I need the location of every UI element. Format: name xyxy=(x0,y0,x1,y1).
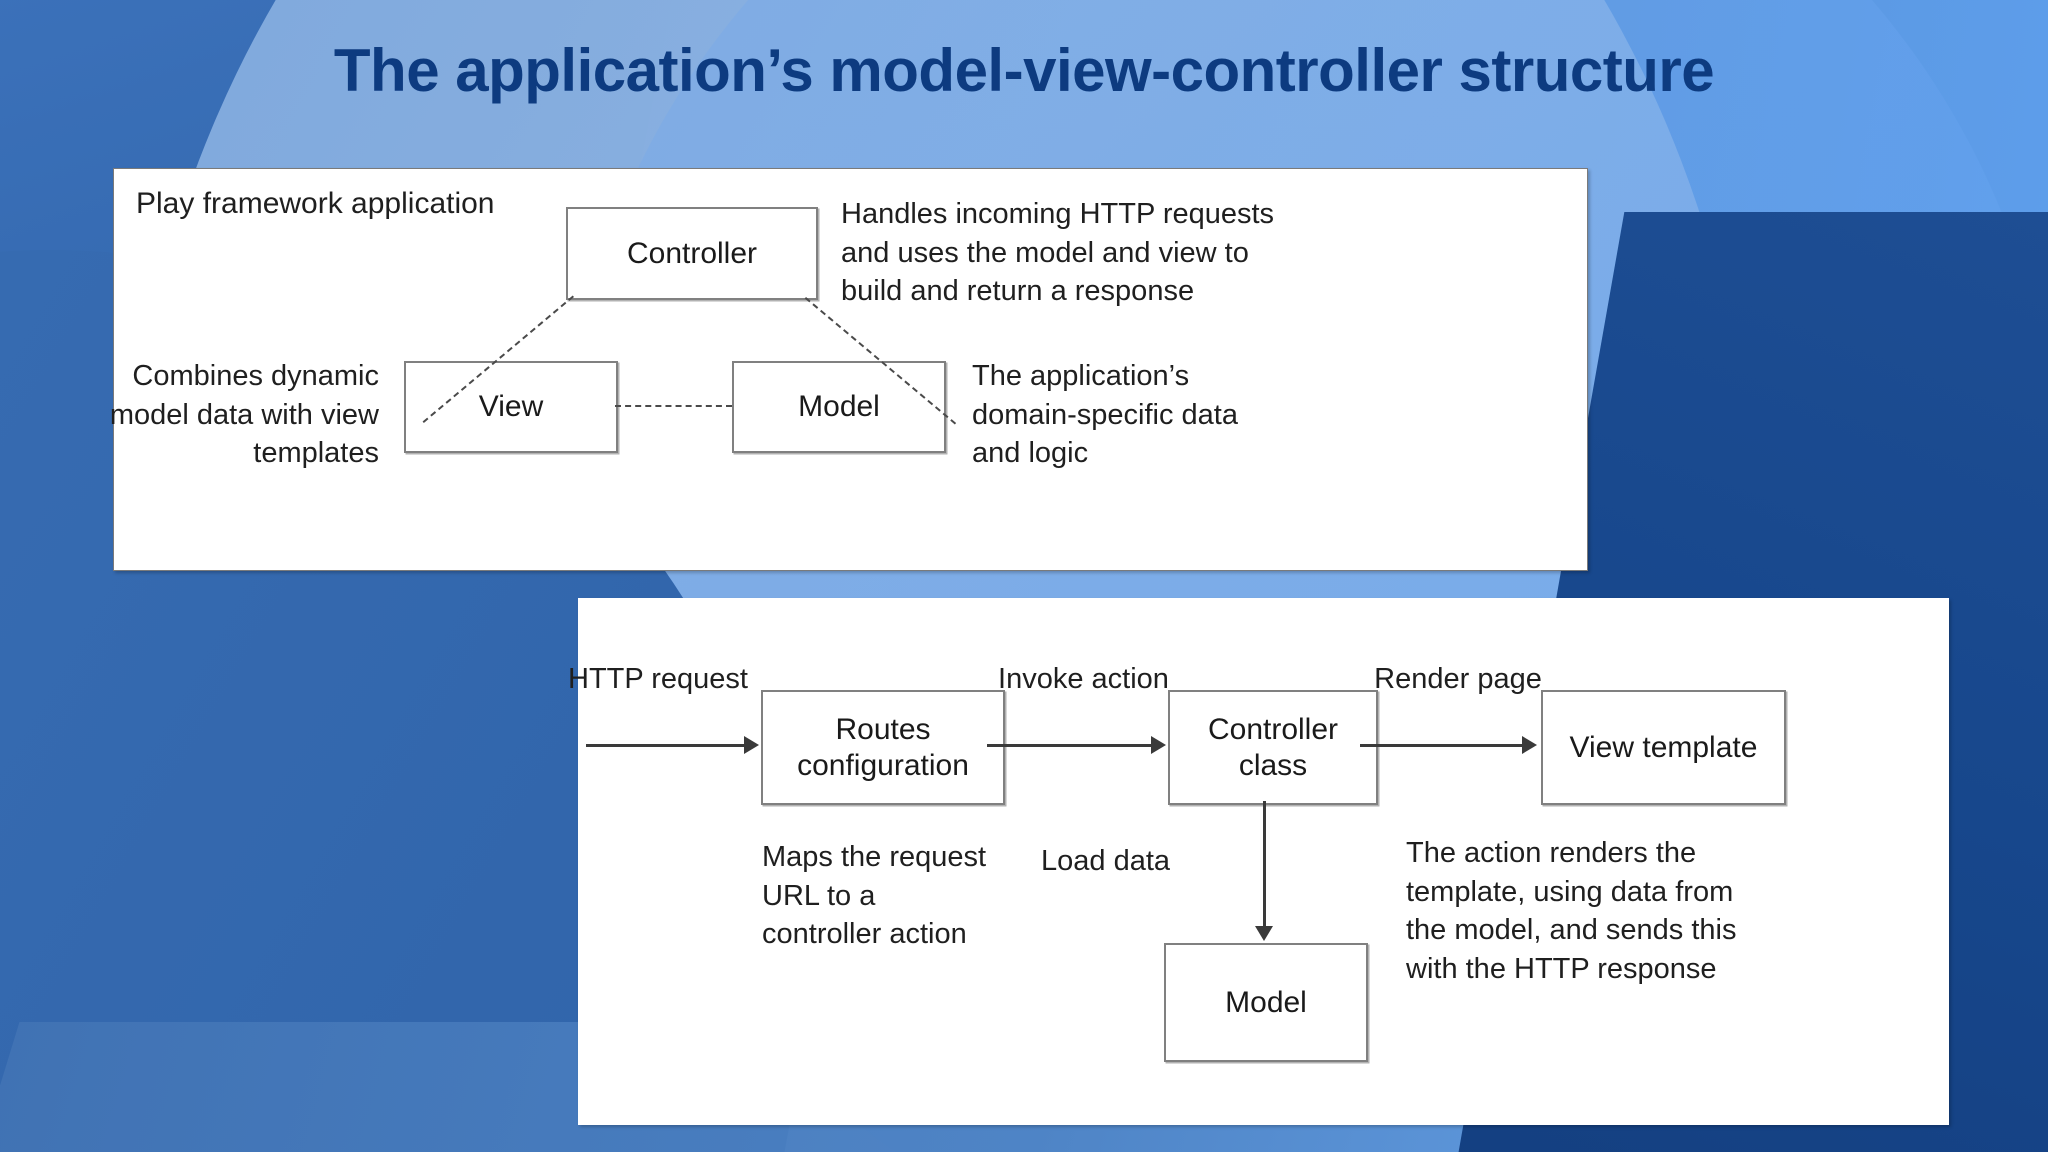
flow-arrow-incoming-head xyxy=(744,736,759,754)
mvc-model-description: The application’s domain-specific data a… xyxy=(972,360,1238,470)
flow-view-description: The action renders the template, using d… xyxy=(1406,837,1737,985)
flow-label-load-data: Load data xyxy=(1041,845,1171,877)
flow-box-routes: Routes configuration xyxy=(761,690,1005,805)
flow-arrow-controller-view-head xyxy=(1522,736,1537,754)
flow-arrow-controller-model-head xyxy=(1255,926,1273,941)
flow-box-view-template: View template xyxy=(1541,690,1786,805)
mvc-view-description: Combines dynamic model data with view te… xyxy=(109,360,379,470)
flow-label-invoke-action: Invoke action xyxy=(998,663,1169,695)
flow-box-controller: Controller class xyxy=(1168,690,1378,805)
flow-label-render-page: Render page xyxy=(1374,663,1542,695)
slide-title: The application’s model-view-controller … xyxy=(333,37,1715,104)
flow-label-http-request: HTTP request xyxy=(568,663,748,695)
mvc-connector-view-model xyxy=(615,405,732,407)
flow-arrow-controller-view xyxy=(1360,744,1526,747)
mvc-controller-description: Handles incoming HTTP requests and uses … xyxy=(841,198,1275,308)
figure-flow-panel: HTTP request Routes configuration Invoke… xyxy=(568,598,1949,1125)
flow-arrow-controller-model xyxy=(1263,801,1266,933)
figure-mvc-panel: Play framework application Controller Ha… xyxy=(110,168,1588,571)
flow-box-model: Model xyxy=(1164,943,1368,1062)
flow-arrow-incoming xyxy=(586,744,748,747)
flow-arrow-routes-controller-head xyxy=(1151,736,1166,754)
flow-arrow-routes-controller xyxy=(987,744,1155,747)
flow-routes-description: Maps the request URL to a controller act… xyxy=(762,841,987,951)
figure-mvc-caption: Play framework application xyxy=(136,187,495,220)
mvc-box-model: Model xyxy=(732,361,946,453)
mvc-box-controller: Controller xyxy=(566,207,818,300)
mvc-box-view: View xyxy=(404,361,618,453)
